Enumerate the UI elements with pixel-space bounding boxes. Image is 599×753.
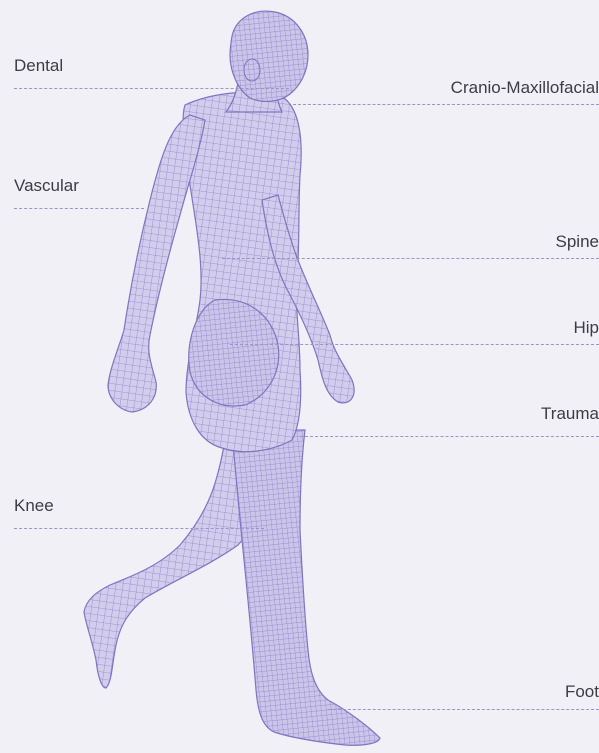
label-vascular: Vascular [14,176,79,196]
leader-cranio-maxillofacial [293,104,599,105]
leader-vascular [14,208,144,209]
label-hip: Hip [573,318,599,338]
leader-dental [14,88,289,89]
label-dental: Dental [14,56,63,76]
leader-hip [230,344,599,345]
label-spine: Spine [556,232,599,252]
leader-trauma [300,436,599,437]
label-knee: Knee [14,496,54,516]
leader-knee [14,528,264,529]
label-trauma: Trauma [541,404,599,424]
label-cranio-maxillofacial: Cranio-Maxillofacial [451,78,599,98]
leader-foot [328,709,599,710]
label-foot: Foot [565,682,599,702]
leader-spine [222,258,599,259]
front-leg [232,430,380,745]
